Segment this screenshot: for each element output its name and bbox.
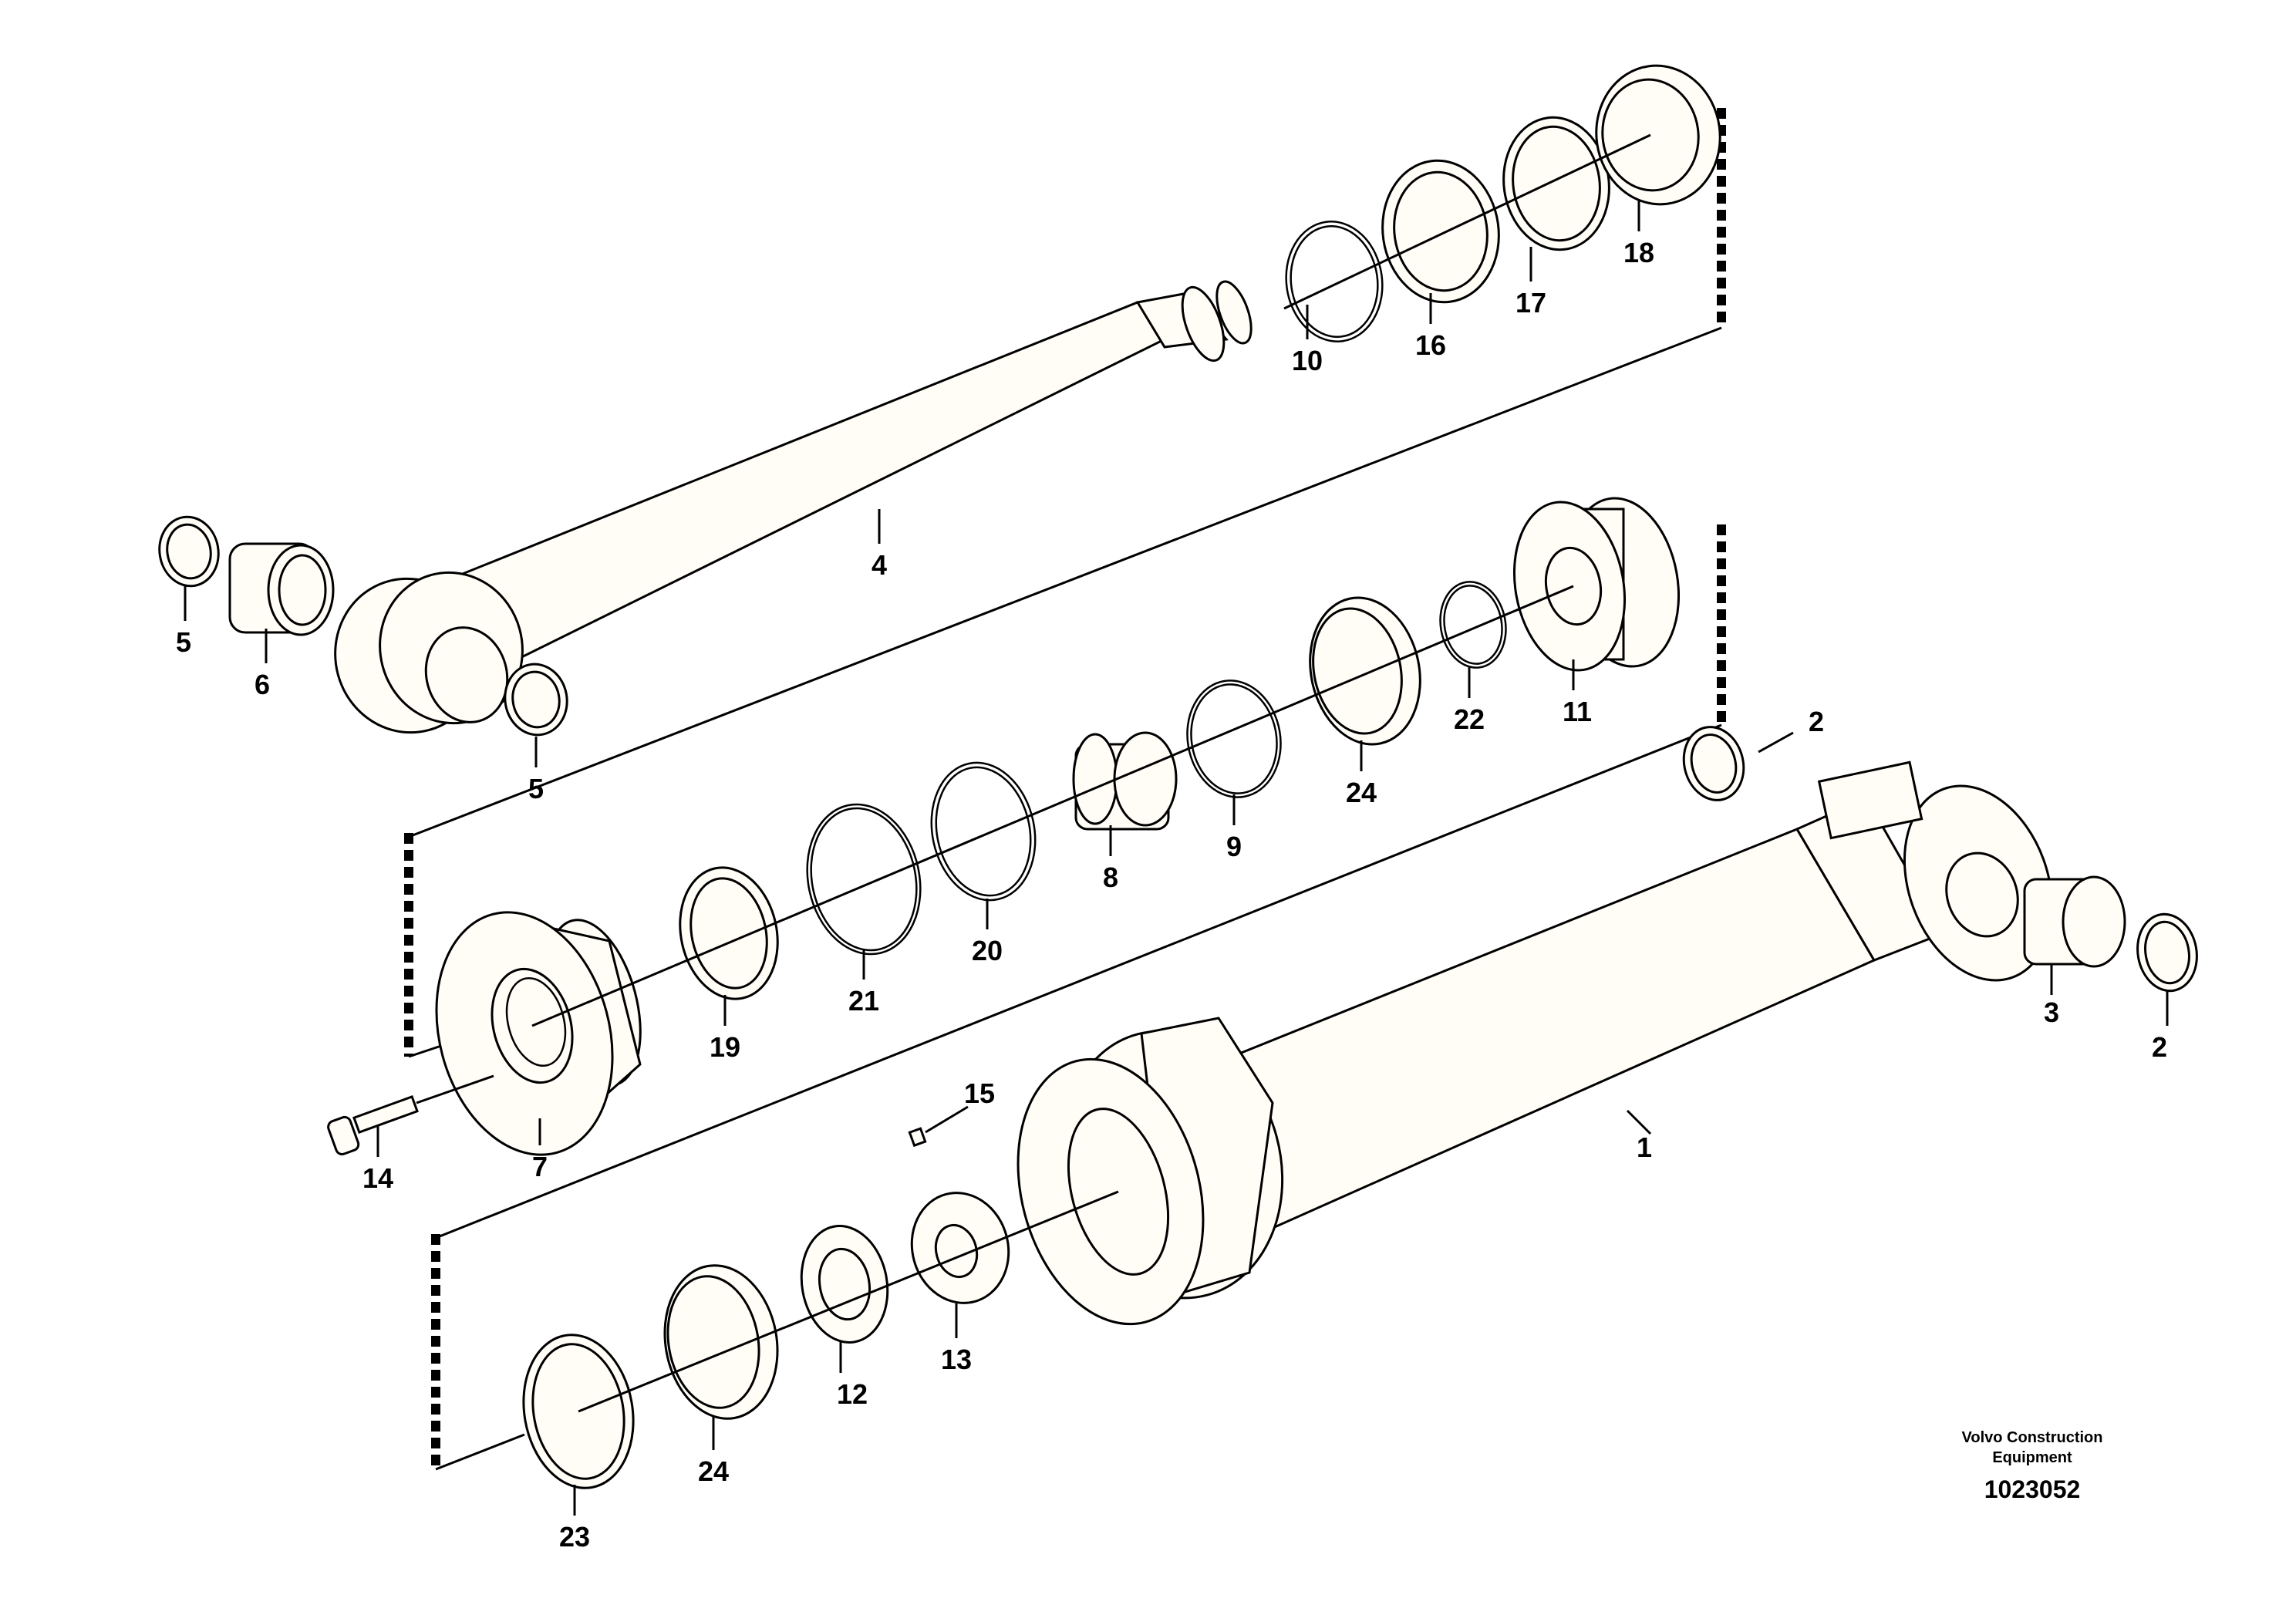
label-part-5-left: 5 [176,626,191,658]
label-part-4: 4 [872,549,887,581]
piston-rod [334,280,1253,734]
label-part-12: 12 [837,1378,868,1410]
part-10-snap-ring [1285,221,1384,342]
part-8-bushing [1072,731,1178,831]
group-boundaries [404,108,1726,1471]
part-7-cylinder-head [435,911,642,1156]
label-part-1: 1 [1637,1131,1652,1163]
part-19-seal [679,866,779,1000]
brand-line-1: Volvo Construction [1962,1429,2103,1446]
brand-line-2: Equipment [1992,1449,2072,1466]
label-part-3: 3 [2044,996,2059,1028]
label-part-19: 19 [710,1031,740,1063]
part-24-lower-seal [663,1264,779,1420]
part-17-ring [1502,116,1610,251]
part-2-upper-seal [1682,726,1745,801]
label-part-13: 13 [941,1344,972,1375]
part-24-upper-seal [1309,596,1421,746]
part-5-left-seal [158,515,220,588]
label-part-17: 17 [1515,287,1546,319]
part-1-cylinder-tube [1017,760,2054,1326]
label-part-14: 14 [362,1162,393,1194]
label-part-7: 7 [532,1151,548,1182]
leader-lines [184,201,2169,1516]
part-labels: 1 2 2 3 4 5 5 6 7 8 9 10 11 12 13 14 15 … [176,237,2167,1553]
label-part-5-lower: 5 [528,773,544,804]
part-9-snap-ring [1186,679,1282,798]
brand-block: Volvo Construction Equipment 1023052 [1962,1429,2103,1503]
label-part-24-upper: 24 [1346,777,1377,808]
part-5-lower-seal [504,663,568,737]
label-part-2-upper: 2 [1809,706,1824,737]
label-part-10: 10 [1292,345,1323,376]
part-2-lower-seal [2136,912,2198,993]
part-6-bushing [228,542,335,636]
label-part-16: 16 [1415,329,1446,361]
part-13-nut [910,1192,1010,1304]
label-part-9: 9 [1226,831,1242,862]
part-16-seal [1381,159,1500,304]
label-part-22: 22 [1454,703,1485,735]
part-11-piston [1512,497,1681,672]
label-part-24-lower: 24 [698,1455,729,1487]
part-22-ring [1439,581,1507,669]
label-part-2-lower: 2 [2152,1031,2167,1063]
label-part-6: 6 [255,669,270,700]
label-part-18: 18 [1623,237,1654,268]
label-part-23: 23 [559,1521,590,1553]
label-part-21: 21 [848,985,879,1017]
label-part-8: 8 [1103,862,1118,893]
drawing-code: 1023052 [1984,1475,2081,1503]
part-12-washer [800,1225,889,1344]
part-3-bushing [2023,875,2126,968]
part-14-bolt [327,1074,494,1155]
label-part-11: 11 [1563,696,1592,727]
part-15-set-screw [908,1127,927,1148]
label-part-15: 15 [964,1077,995,1109]
part-21-ring [806,803,922,956]
part-20-ring [930,761,1037,902]
label-part-20: 20 [972,935,1003,966]
